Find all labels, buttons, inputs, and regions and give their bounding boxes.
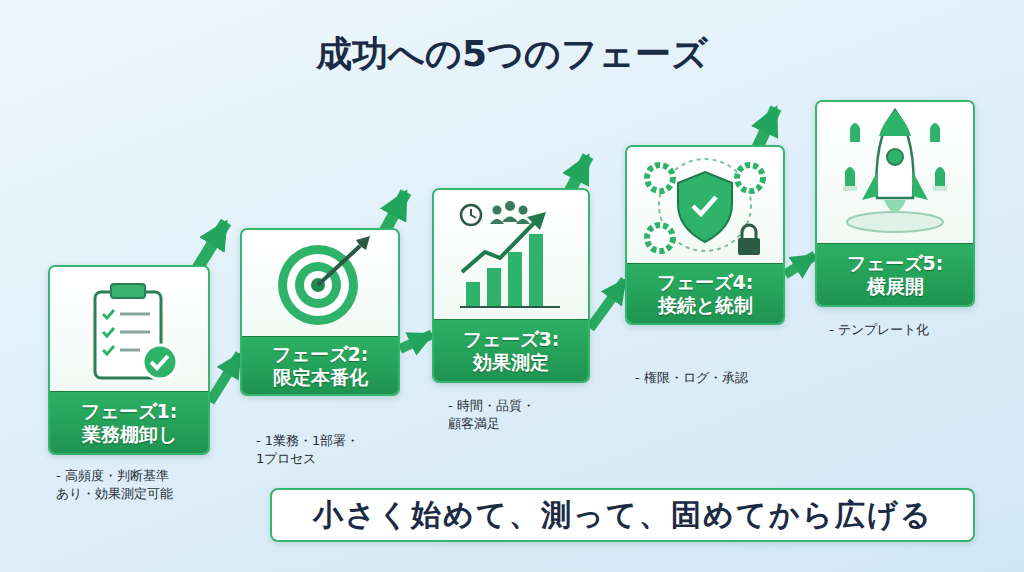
- rising-arrow: [178, 222, 226, 300]
- phase-card: フェーズ4: 接続と統制- 権限・ログ・承認: [625, 145, 785, 325]
- target-icon: [278, 236, 370, 325]
- phase-description: - 時間・品質・ 顧客満足: [448, 397, 543, 432]
- slogan-text: 小さく始めて、測って、固めてから広げる: [313, 495, 933, 536]
- phase-band: フェーズ4: 接続と統制: [627, 263, 783, 323]
- chart-icon: [460, 201, 560, 307]
- phase-description: - 権限・ログ・承認: [635, 369, 785, 387]
- phase-arrow: [210, 354, 240, 402]
- phase-card: フェーズ1: 業務棚卸し- 高頻度・判断基準 あり・効果測定可能: [48, 265, 210, 455]
- phase-band: フェーズ3: 効果測定: [434, 319, 588, 381]
- phase-heading: フェーズ2: 限定本番化: [248, 343, 392, 388]
- rising-arrow: [556, 156, 588, 218]
- phase-band: フェーズ5: 横展開: [817, 243, 973, 305]
- phase-band: フェーズ2: 限定本番化: [242, 336, 398, 394]
- phase-description: - 高頻度・判断基準 あり・効果測定可能: [56, 467, 196, 502]
- clipboard-icon: [95, 284, 177, 379]
- phase-arrow: [785, 255, 815, 274]
- phase-arrow: [400, 334, 432, 349]
- phase-heading: フェーズ3: 効果測定: [440, 328, 582, 373]
- rocket-icon: [843, 110, 947, 232]
- phase-description: - 1業務・1部署・ 1プロセス: [256, 432, 361, 467]
- phase-card: フェーズ5: 横展開- テンプレート化: [815, 100, 975, 307]
- phase-band: フェーズ1: 業務棚卸し: [50, 391, 208, 453]
- slogan-box: 小さく始めて、測って、固めてから広げる: [270, 488, 975, 542]
- phase-arrow: [590, 280, 625, 328]
- phase-heading: フェーズ5: 横展開: [823, 252, 967, 297]
- rising-arrow: [746, 108, 776, 172]
- diagram-title: 成功への5つのフェーズ: [0, 30, 1024, 79]
- governance-icon: [647, 159, 763, 255]
- phase-card: フェーズ3: 効果測定- 時間・品質・ 顧客満足: [432, 188, 590, 383]
- rising-arrow: [368, 192, 406, 262]
- phase-description: - テンプレート化: [829, 321, 979, 339]
- phase-heading: フェーズ4: 接続と統制: [633, 271, 777, 316]
- phase-heading: フェーズ1: 業務棚卸し: [56, 400, 202, 445]
- phase-card: フェーズ2: 限定本番化- 1業務・1部署・ 1プロセス: [240, 228, 400, 396]
